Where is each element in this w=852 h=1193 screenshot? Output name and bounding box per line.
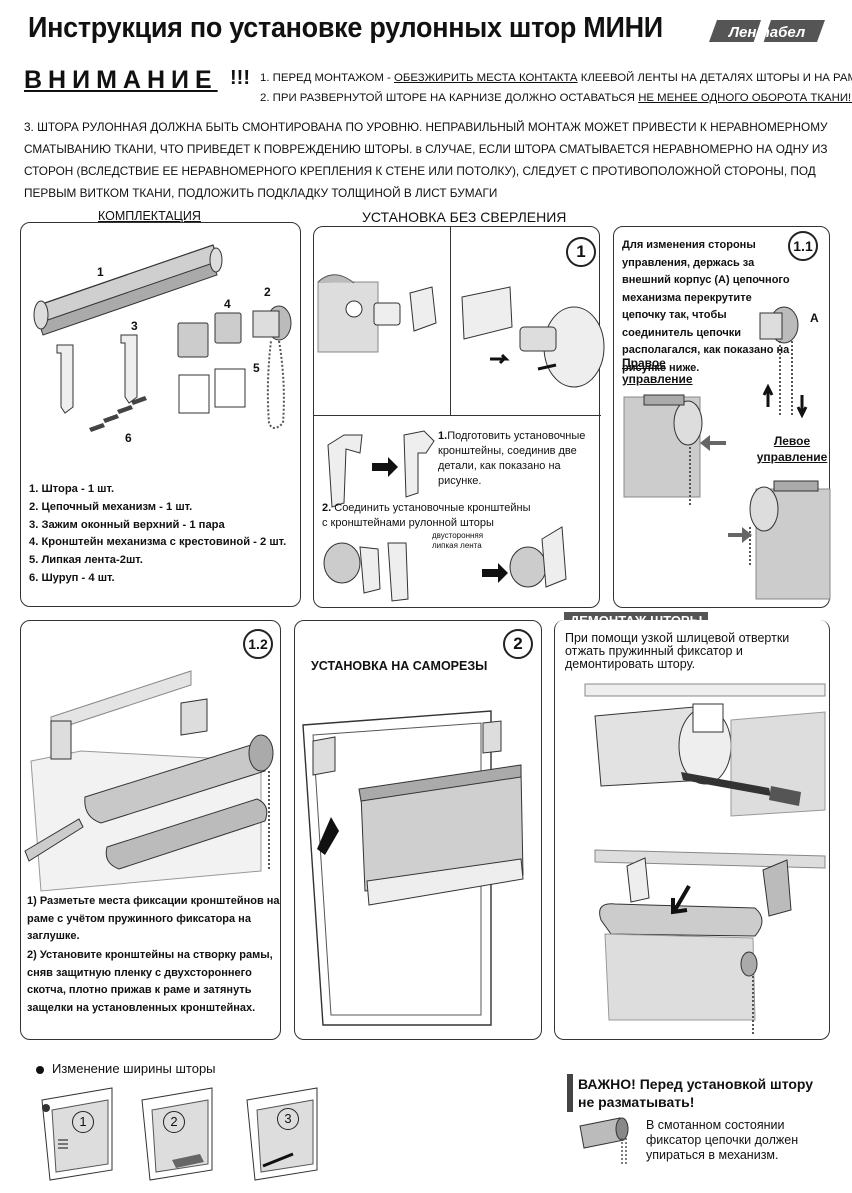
bullet-icon [36,1065,44,1074]
left-control-label: Левое управление [756,434,828,464]
kit-callout-1: 1 [97,265,104,279]
screws [89,396,147,432]
step-badge-1-2: 1.2 [243,629,273,659]
kit-panel: 1 2 3 4 5 6 1. Штора - 1 шт. 2. Цепочный… [20,222,301,607]
kit-title: КОМПЛЕКТАЦИЯ [98,209,201,223]
kit-callout-3: 3 [131,319,138,333]
adhesive-tape [178,368,246,414]
right-control-label: Правое управление [622,356,693,386]
side-change-illustration [623,306,831,600]
no-drill-illustration [317,274,605,602]
width-change-illustration [41,1087,318,1181]
step-badge-2: 2 [503,629,533,659]
brand-logo: Лентабел [703,12,829,52]
warning-note-3: 3. ШТОРА РУЛОННАЯ ДОЛЖНА БЫТЬ СМОНТИРОВА… [24,120,828,200]
width-change-title: Изменение ширины шторы [36,1061,216,1076]
warning-note-2: 2. ПРИ РАЗВЕРНУТОЙ ШТОРЕ НА КАРНИЗЕ ДОЛЖ… [260,92,852,104]
kit-callout-4: 4 [224,297,231,311]
kit-item-3: 3. Зажим оконный верхний - 1 пара [29,518,225,531]
window-clips [56,334,138,414]
step-badge-1: 1 [566,237,596,267]
screw-mount-panel: УСТАНОВКА НА САМОРЕЗЫ 2 [294,620,542,1040]
frame-mount-step-2: 2) Установите кронштейны на створку рамы… [27,949,273,1014]
kit-list: 1. Штора - 1 шт. 2. Цепочный механизм - … [29,481,299,588]
attention-label: ВНИМАНИЕ [24,66,218,94]
kit-item-2: 2. Цепочный механизм - 1 шт. [29,500,193,513]
width-step-1-badge: 1 [72,1111,94,1133]
kit-item-5: 5. Липкая лента-2шт. [29,554,143,567]
no-drill-panel: 1 1.Подготовить установочные кронштейны,… [313,226,605,608]
brand-name: Лентабел [728,24,806,41]
mechanism-brackets [177,312,242,358]
important-text: В смотанном состоянии фиксатор цепочки д… [646,1118,799,1162]
kit-item-6: 6. Шуруп - 4 шт. [29,571,115,584]
important-bar [567,1074,573,1112]
width-step-3-badge: 3 [277,1108,299,1130]
dismantle-text: При помощи узкой шлицевой отвертки отжат… [565,631,790,671]
kit-item-1: 1. Штора - 1 шт. [29,483,115,495]
attention-exclaim: !!! [230,67,250,89]
warning-note-1: 1. ПЕРЕД МОНТАЖОМ - ОБЕЗЖИРИТЬ МЕСТА КОН… [260,72,852,84]
shade-tube [33,244,223,336]
width-step-2-badge: 2 [163,1111,185,1133]
width-step-3-figure [246,1087,318,1181]
chain-mechanism [252,305,292,429]
warning-notes: 1. ПЕРЕД МОНТАЖОМ - ОБЕЗЖИРИТЬ МЕСТА КОН… [260,68,852,108]
no-drill-step-1: 1.Подготовить установочные кронштейны, с… [438,430,586,487]
step-badge-1-1: 1.1 [788,231,818,261]
screw-mount-illustration [302,710,524,1026]
side-change-text: Для изменения стороны управления, держас… [622,239,790,374]
screw-mount-title: УСТАНОВКА НА САМОРЕЗЫ [311,659,488,673]
no-drill-step-2: 2. Соединить установочные кронштейны с к… [322,502,531,529]
no-drill-title: УСТАНОВКА БЕЗ СВЕРЛЕНИЯ [362,209,567,225]
important-title: ВАЖНО! Перед установкой штору не разматы… [578,1076,814,1110]
dismantle-panel: При помощи узкой шлицевой отвертки отжат… [554,620,830,1040]
page-title: Инструкция по установке рулонных штор МИ… [28,12,663,44]
rolled-shade-icon [579,1117,629,1164]
width-step-2-figure [141,1087,213,1181]
frame-mount-panel: 1.2 1) Разметьте места фиксации кронштей… [20,620,281,1040]
dismantle-illustration [584,683,826,1034]
kit-callout-5: 5 [253,361,260,375]
width-step-1-figure [41,1087,113,1181]
frame-mount-illustration [24,670,274,892]
side-change-panel: 1.1 Для изменения стороны управления, де… [613,226,831,608]
tape-label: двусторонняя липкая лента [432,531,484,550]
kit-callout-2: 2 [264,285,271,299]
kit-illustration [33,244,292,432]
kit-item-4: 4. Кронштейн механизма с крестовиной - 2… [29,536,287,549]
frame-mount-step-1: 1) Разметьте места фиксации кронштейнов … [27,895,280,942]
kit-callout-6: 6 [125,431,132,445]
label-a: A [810,311,819,325]
